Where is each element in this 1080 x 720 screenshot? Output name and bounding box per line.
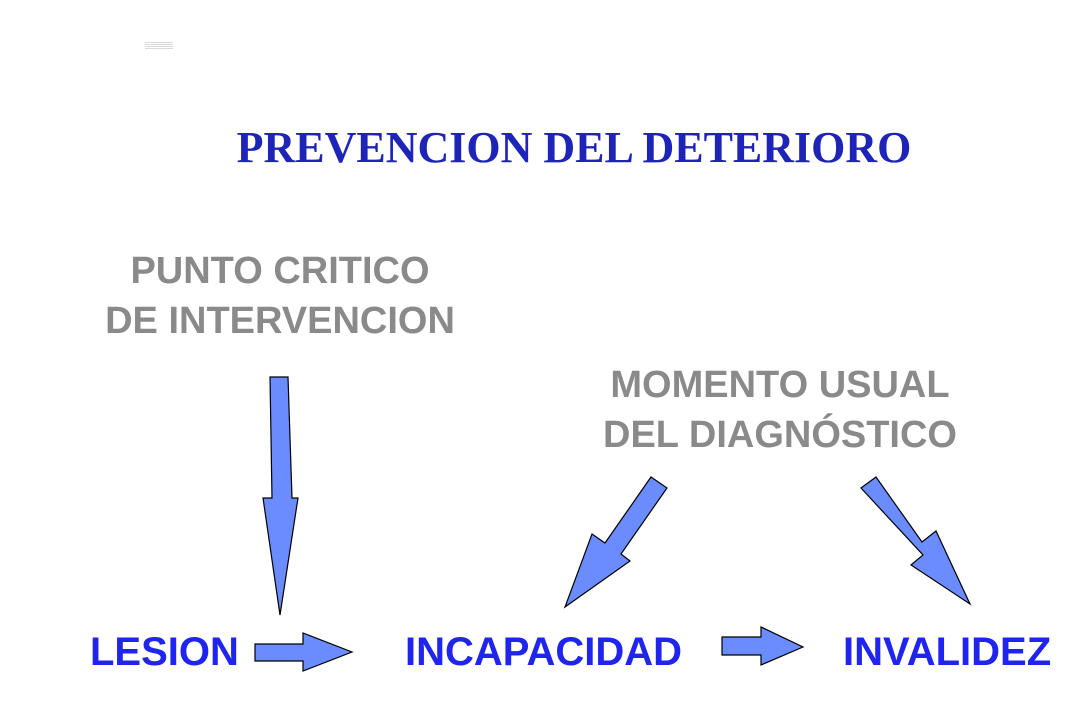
stage-invalidez: INVALIDEZ: [843, 630, 1052, 674]
arrow-diagonal-to-incapacidad: [563, 476, 668, 609]
label-momento-usual: MOMENTO USUAL DEL DIAGNÓSTICO: [540, 360, 1020, 460]
arrow-diagonal-to-invalidez: [860, 476, 972, 606]
corner-mark: [145, 41, 173, 49]
label-momento-usual-line-2: DEL DIAGNÓSTICO: [603, 414, 957, 456]
label-punto-critico: PUNTO CRITICO DE INTERVENCION: [40, 246, 520, 346]
label-momento-usual-line-1: MOMENTO USUAL: [610, 364, 950, 406]
label-punto-critico-line-2: DE INTERVENCION: [105, 300, 455, 342]
arrow-incapacidad-to-invalidez: [721, 626, 805, 666]
slide-title: PREVENCION DEL DETERIORO: [236, 123, 912, 172]
arrow-lesion-to-incapacidad: [254, 632, 354, 672]
stage-lesion: LESION: [90, 630, 239, 674]
stage-incapacidad: INCAPACIDAD: [405, 630, 683, 674]
label-punto-critico-line-1: PUNTO CRITICO: [130, 250, 430, 292]
arrow-down-to-lesion: [262, 376, 299, 616]
